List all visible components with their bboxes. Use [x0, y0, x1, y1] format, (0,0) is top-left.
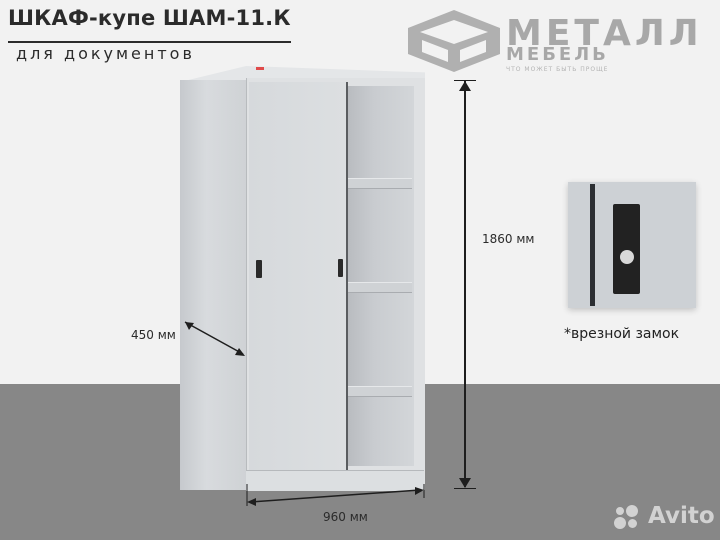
arrow-up-icon	[459, 81, 471, 91]
depth-dimension-line	[184, 321, 245, 356]
product-title: ШКАФ-купе ШАМ-11.К	[8, 6, 291, 30]
avito-text: Avito	[648, 503, 715, 529]
cabinet-interior	[348, 86, 414, 466]
cabinet-base	[246, 470, 424, 491]
avito-dot-icon	[614, 517, 626, 529]
height-dimension-line	[464, 81, 466, 487]
sliding-door	[249, 82, 348, 484]
lock-caption: *врезной замок	[564, 326, 680, 342]
brand-mark-icon	[408, 10, 500, 72]
brand-label	[256, 67, 264, 70]
keyhole-icon	[620, 250, 634, 264]
door-pull-handle	[338, 259, 343, 277]
depth-label: 450 мм	[131, 328, 176, 342]
mortise-lock	[613, 204, 640, 294]
brand-subname: МЕБЕЛЬ	[506, 44, 609, 65]
dimension-tick	[454, 488, 476, 489]
title-divider	[8, 41, 291, 43]
cabinet-side-panel	[180, 80, 246, 490]
dimension-tick	[454, 80, 476, 81]
arrow-down-icon	[459, 478, 471, 488]
width-dimension-line	[246, 484, 425, 506]
cabinet-shelf	[348, 386, 412, 397]
door-lock-handle	[256, 260, 262, 278]
lock-detail-inset	[568, 182, 696, 308]
door-edge	[590, 184, 595, 306]
brand-tagline: ЧТО МОЖЕТ БЫТЬ ПРОЩЕ	[506, 66, 609, 73]
product-subtitle: для документов	[16, 44, 195, 63]
cabinet-shelf	[348, 178, 412, 189]
width-label: 960 мм	[323, 510, 368, 524]
brand-logo: МЕТАЛЛ МЕБЕЛЬ ЧТО МОЖЕТ БЫТЬ ПРОЩЕ	[402, 8, 712, 78]
avito-dot-icon	[628, 519, 637, 528]
avito-dot-icon	[626, 505, 638, 517]
avito-dot-icon	[616, 507, 624, 515]
height-label: 1860 мм	[482, 232, 535, 246]
cabinet-shelf	[348, 282, 412, 293]
brand-name: МЕТАЛЛ	[506, 13, 703, 54]
